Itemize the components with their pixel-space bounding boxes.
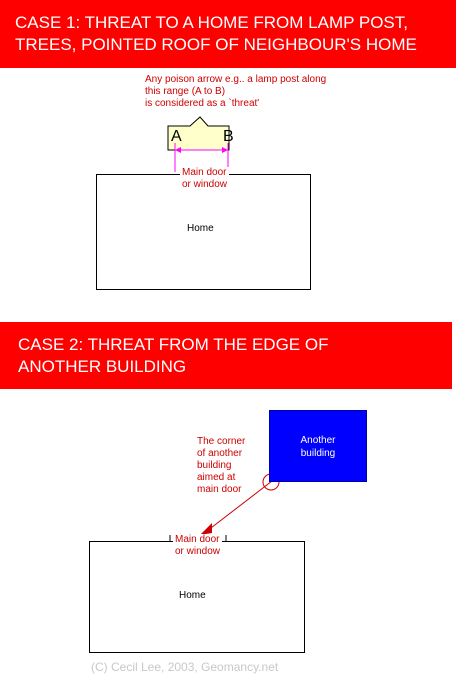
case1-door-label: Main door or window xyxy=(180,167,230,191)
range-arrow-left xyxy=(175,147,181,153)
case1-note-line1: Any poison arrow e.g.. a lamp post along xyxy=(145,74,327,85)
copyright-text: (C) Cecil Lee, 2003, Geomancy.net xyxy=(91,660,279,674)
case2-home-label: Home xyxy=(179,590,206,601)
range-arrow-right xyxy=(222,147,228,153)
another-building-line1: Another xyxy=(300,435,336,446)
case2-note-line3: building xyxy=(197,460,232,471)
case1-banner-line2: TREES, POINTED ROOF OF NEIGHBOUR'S HOME xyxy=(15,35,417,54)
case1-banner-line1: CASE 1: THREAT TO A HOME FROM LAMP POST, xyxy=(15,13,408,32)
case2-note-line4: aimed at xyxy=(197,472,236,483)
case1-note-line3: is considered as a `threat' xyxy=(145,98,260,109)
case2-banner-line2: ANOTHER BUILDING xyxy=(18,357,187,376)
another-building-box xyxy=(269,410,367,482)
case2-home-box xyxy=(89,541,305,653)
threat-zone xyxy=(167,116,230,151)
case1-threat-note: Any poison arrow e.g.. a lamp post along… xyxy=(145,74,326,110)
case1-home-label: Home xyxy=(187,223,214,234)
case2-banner-line1: CASE 2: THREAT FROM THE EDGE OF xyxy=(18,335,329,354)
case2-banner: CASE 2: THREAT FROM THE EDGE OF ANOTHER … xyxy=(0,322,452,389)
case1-door-line2: or window xyxy=(182,179,228,190)
case2-note-line2: of another xyxy=(197,448,243,459)
case2-door-line2: or window xyxy=(175,546,221,557)
case1-door-line1: Main door xyxy=(182,167,227,178)
case1-banner: CASE 1: THREAT TO A HOME FROM LAMP POST,… xyxy=(0,0,456,68)
case2-threat-line xyxy=(206,480,273,532)
case2-door-line1: Main door xyxy=(175,534,220,545)
point-a-label: A xyxy=(171,128,182,145)
another-building-line2: building xyxy=(300,448,336,459)
case2-note-line5: main door xyxy=(197,484,242,495)
case2-arrow-head xyxy=(200,523,212,535)
another-building-label: Another building xyxy=(269,434,367,460)
case2-threat-note: The corner of another building aimed at … xyxy=(197,436,245,496)
case1-note-line2: this range (A to B) xyxy=(145,86,226,97)
point-b-label: B xyxy=(223,128,234,145)
case2-door-label: Main door or window xyxy=(173,534,223,558)
case2-note-line1: The corner xyxy=(197,436,246,447)
